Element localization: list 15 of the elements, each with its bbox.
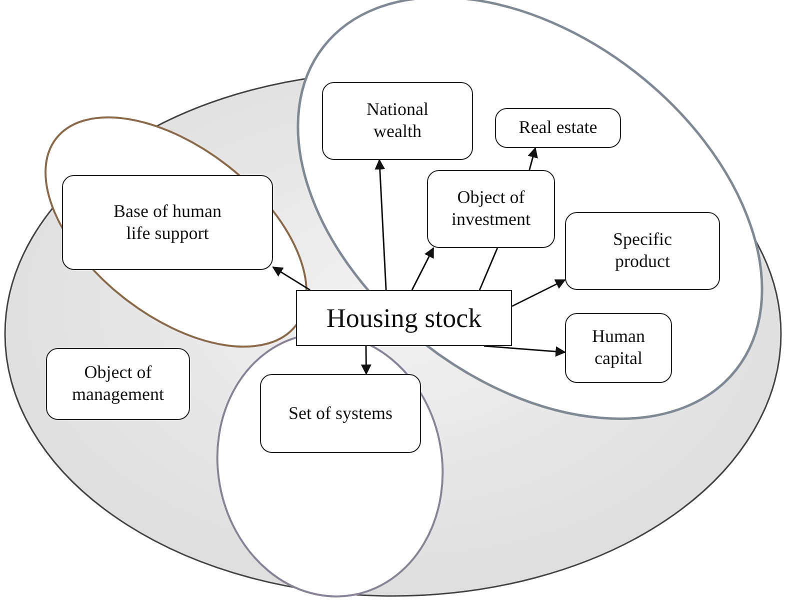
arrow [484,345,566,357]
arrow [528,146,538,170]
central-box: Housing stock [296,290,512,346]
arrow [374,158,387,290]
arrow [411,247,434,290]
concept-box: Human capital [565,313,672,383]
concept-box: National wealth [322,82,473,160]
arrow [360,346,372,376]
concept-box: Object of management [46,348,190,420]
arrow [512,279,566,307]
concept-box: Set of systems [260,374,421,453]
concept-box: Base of human life support [62,175,273,270]
concept-box: Object of investment [427,170,555,248]
concept-box: Real estate [495,108,621,148]
concept-box: Specific product [565,212,720,290]
